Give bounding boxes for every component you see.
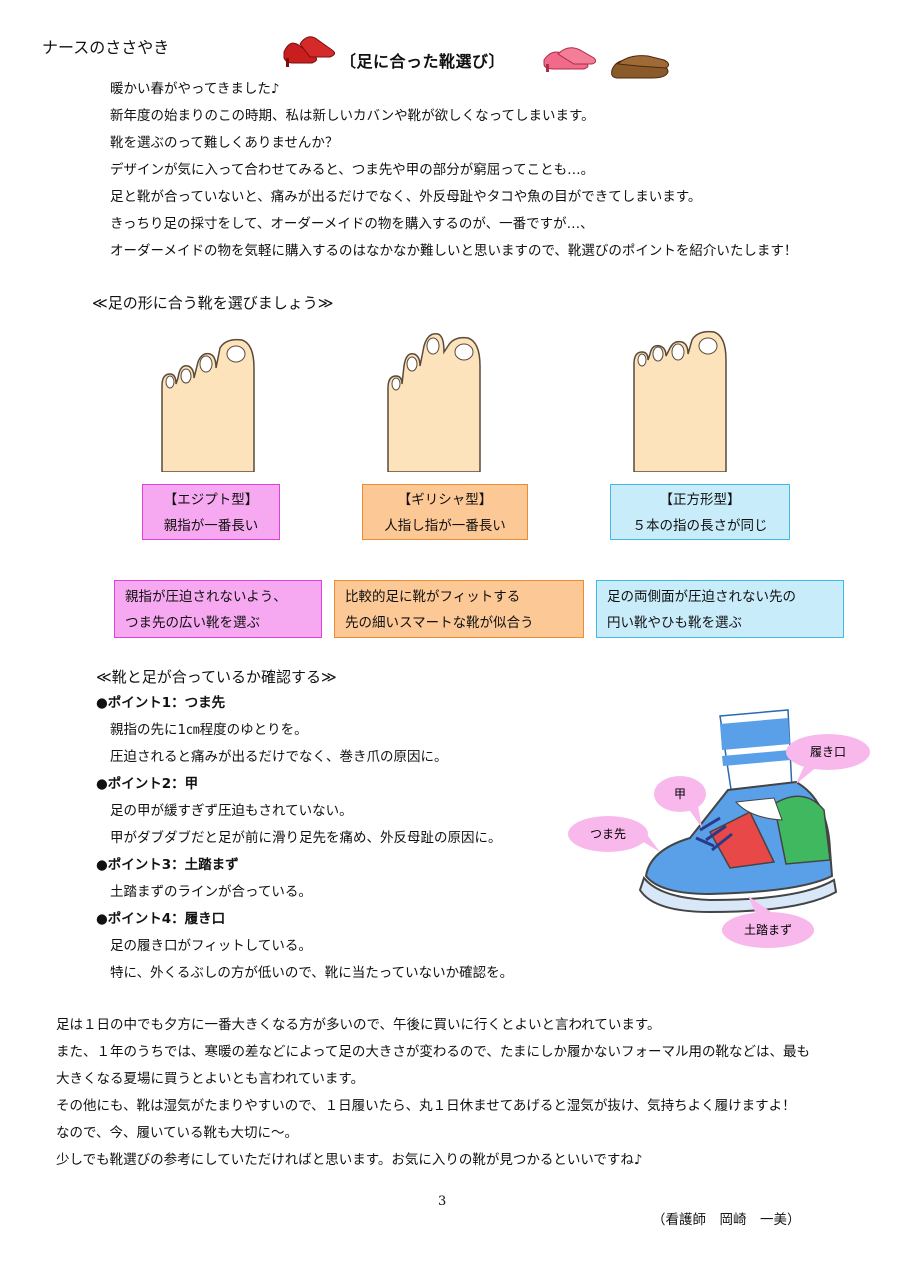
type-name: 【ギリシャ型】 — [397, 492, 493, 508]
square-advice-box: 足の両側面が圧迫されない先の 円い靴やひも靴を選ぶ — [596, 580, 844, 638]
section-heading-fit-check: ≪靴と足が合っているか確認する≫ — [96, 668, 337, 686]
advice-line: 親指が圧迫されないよう、 — [125, 589, 287, 605]
closing-line: 足は１日の中でも夕方に一番大きくなる方が多いので、午後に買いに行くとよいと言われ… — [56, 1017, 661, 1033]
point-title: ●ポイント3：土踏まず — [96, 857, 239, 873]
author-credit: （看護師 岡崎 一美） — [652, 1212, 801, 1228]
greek-foot-illustration — [387, 333, 481, 472]
advice-line: 円い靴やひも靴を選ぶ — [607, 615, 742, 631]
type-desc: 親指が一番長い — [163, 518, 259, 534]
intro-line: 暖かい春がやってきました♪ — [110, 81, 280, 97]
closing-line: また、１年のうちでは、寒暖の差などによって足の大きさが変わるので、たまにしか履か… — [56, 1044, 810, 1060]
tsuchifumazu-label: 土踏まず — [744, 923, 792, 937]
tsumasaki-label: つま先 — [590, 827, 626, 841]
intro-line: 靴を選ぶのって難しくありませんか？ — [110, 135, 339, 151]
point-title: ●ポイント4：履き口 — [96, 911, 226, 927]
pink-pumps-icon — [543, 47, 597, 72]
points-list: ●ポイント1：つま先 親指の先に1㎝程度のゆとりを。 圧迫されると痛みが出るだけ… — [96, 690, 576, 987]
square-foot-illustration — [633, 330, 727, 472]
page-title: 〔足に合った靴選び〕 — [340, 52, 506, 71]
intro-line: オーダーメイドの物を気軽に購入するのはなかなか難しいと思いますので、靴選びのポイ… — [110, 243, 798, 259]
shoe-diagram: 履き口 甲 つま先 土踏まず — [568, 709, 870, 948]
intro-line: 足と靴が合っていないと、痛みが出るだけでなく、外反母趾やタコや魚の目ができてしま… — [110, 189, 702, 205]
egyptian-advice-box: 親指が圧迫されないよう、 つま先の広い靴を選ぶ — [114, 580, 322, 638]
closing-line: 少しでも靴選びの参考にしていただければと思います。お気に入りの靴が見つかるといい… — [56, 1152, 643, 1168]
closing-line: なので、今、履いている靴も大切に～。 — [56, 1125, 299, 1141]
intro-line: 新年度の始まりのこの時期、私は新しいカバンや靴が欲しくなってしまいます。 — [110, 108, 595, 124]
closing-line: 大きくなる夏場に買うとよいとも言われています。 — [56, 1071, 365, 1087]
section-heading-foot-shapes: ≪足の形に合う靴を選びましょう≫ — [92, 294, 334, 312]
type-desc: ５本の指の長さが同じ — [632, 518, 768, 534]
type-desc: 人指し指が一番長い — [384, 518, 506, 534]
point-text: 足の甲が緩すぎず圧迫もされていない。 — [110, 803, 353, 819]
greek-type-box: 【ギリシャ型】 人指し指が一番長い — [362, 484, 528, 540]
greek-advice-box: 比較的足に靴がフィットする 先の細いスマートな靴が似合う — [334, 580, 584, 638]
red-shoes-icon — [283, 36, 336, 67]
column-label: ナースのささやき — [42, 38, 170, 57]
page-number: 3 — [438, 1194, 447, 1209]
advice-line: 比較的足に靴がフィットする — [345, 589, 521, 605]
type-name: 【エジプト型】 — [163, 492, 259, 508]
point-title: ●ポイント1：つま先 — [96, 695, 226, 711]
intro-line: きっちり足の採寸をして、オーダーメイドの物を購入するのが、一番ですが…、 — [110, 216, 594, 232]
point-text: 足の履き口がフィットしている。 — [110, 938, 312, 954]
ko-label: 甲 — [674, 787, 686, 801]
type-name: 【正方形型】 — [659, 492, 741, 508]
kakiguchi-label: 履き口 — [810, 745, 846, 759]
egyptian-type-box: 【エジプト型】 親指が一番長い — [142, 484, 280, 540]
advice-line: 足の両側面が圧迫されない先の — [607, 589, 796, 605]
intro-line: デザインが気に入って合わせてみると、つま先や甲の部分が窮屈ってことも…。 — [110, 162, 595, 178]
point-text: 土踏まずのラインが合っている。 — [110, 884, 312, 900]
point-text: 圧迫されると痛みが出るだけでなく、巻き爪の原因に。 — [110, 749, 448, 765]
closing-line: その他にも、靴は湿気がたまりやすいので、１日履いたら、丸１日休ませてあげると湿気… — [56, 1098, 796, 1114]
brown-loafers-icon — [611, 55, 670, 79]
point-title: ●ポイント2：甲 — [96, 776, 199, 792]
advice-line: つま先の広い靴を選ぶ — [125, 615, 260, 631]
egyptian-foot-illustration — [161, 338, 255, 472]
closing-text: 足は１日の中でも夕方に一番大きくなる方が多いので、午後に買いに行くとよいと言われ… — [56, 1012, 886, 1174]
intro-text: 暖かい春がやってきました♪ 新年度の始まりのこの時期、私は新しいカバンや靴が欲し… — [110, 76, 880, 265]
point-text: 甲がダブダブだと足が前に滑り足先を痛め、外反母趾の原因に。 — [110, 830, 502, 846]
point-text: 親指の先に1㎝程度のゆとりを。 — [110, 722, 308, 738]
square-type-box: 【正方形型】 ５本の指の長さが同じ — [610, 484, 790, 540]
point-text: 特に、外くるぶしの方が低いので、靴に当たっていないか確認を。 — [110, 965, 514, 981]
advice-line: 先の細いスマートな靴が似合う — [345, 615, 534, 631]
